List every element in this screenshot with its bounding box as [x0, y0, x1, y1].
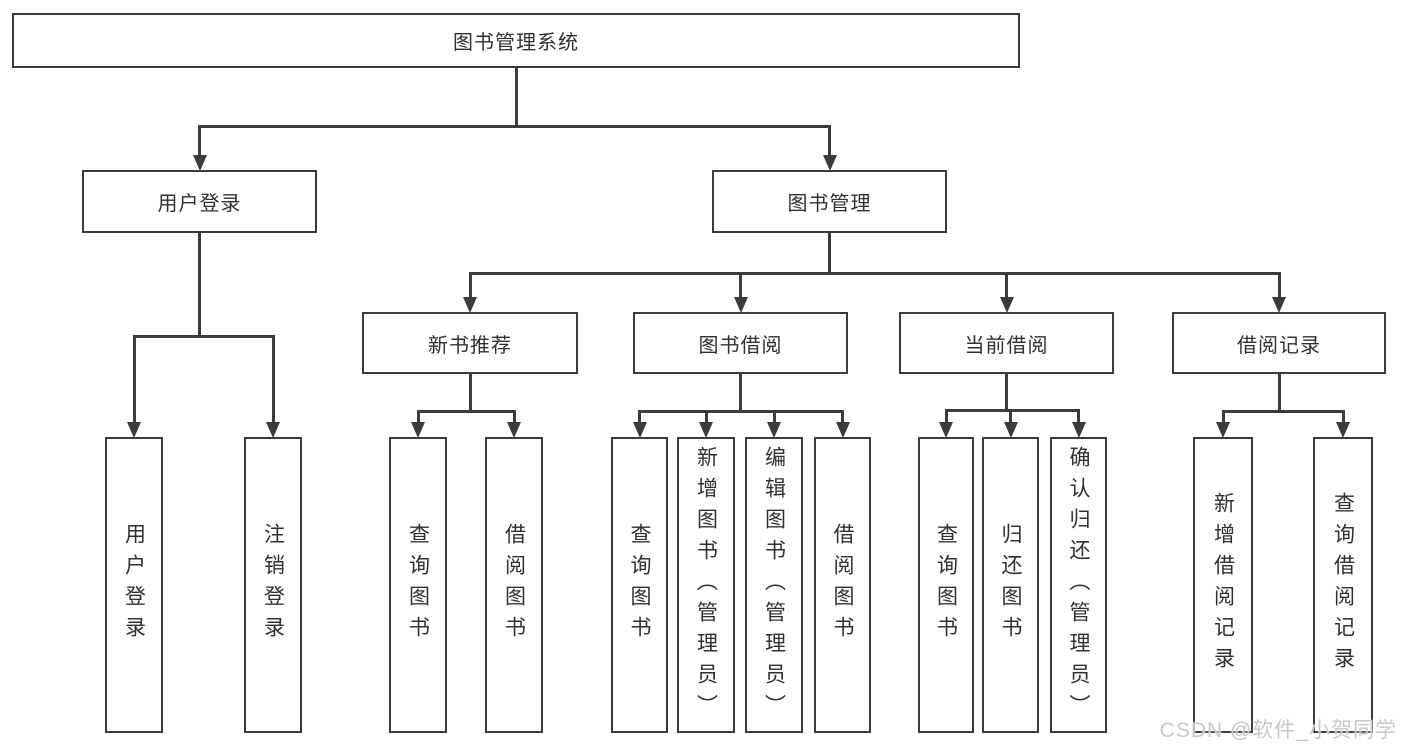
node-label-leaf-query-book-1: 查询图书 [406, 523, 430, 647]
arrow-down-icon [463, 297, 477, 313]
arrow-down-icon [1272, 297, 1286, 313]
node-leaf-return-book: 归还图书 [982, 437, 1039, 733]
arrow-down-icon [507, 422, 521, 438]
connector-line [1221, 410, 1345, 413]
arrow-down-icon [266, 422, 280, 438]
connector-line [1341, 410, 1345, 423]
arrow-down-icon [767, 422, 781, 438]
node-label-system: 图书管理系统 [453, 32, 579, 54]
connector-line [416, 410, 516, 413]
connector-line [841, 410, 844, 423]
connector-line [828, 233, 831, 275]
arrow-down-icon [1336, 422, 1350, 438]
node-leaf-query-book-1: 查询图书 [389, 437, 447, 733]
arrow-down-icon [733, 297, 748, 313]
arrow-down-icon [632, 422, 647, 438]
node-system: 图书管理系统 [12, 13, 1020, 68]
node-label-borrow-records: 借阅记录 [1237, 334, 1321, 357]
connector-line [416, 410, 420, 423]
node-label-leaf-logout: 注销登录 [261, 523, 285, 647]
node-label-leaf-add-book: 新增图书（管理员） [694, 445, 718, 725]
node-leaf-user-login: 用户登录 [105, 437, 163, 733]
node-leaf-confirm-return: 确认归还（管理员） [1050, 437, 1107, 733]
node-leaf-edit-book: 编辑图书（管理员） [745, 437, 803, 733]
arrow-down-icon [192, 155, 207, 171]
node-book-management: 图书管理 [712, 170, 947, 233]
connector-line [944, 409, 1080, 412]
arrow-down-icon [999, 297, 1014, 313]
connector-line [944, 409, 948, 423]
connector-line [1009, 409, 1012, 423]
node-label-leaf-edit-book: 编辑图书（管理员） [762, 445, 786, 725]
arrow-down-icon [835, 422, 850, 438]
connector-line [198, 125, 831, 128]
node-label-leaf-confirm-return: 确认归还（管理员） [1067, 445, 1090, 725]
node-leaf-query-book-2: 查询图书 [611, 437, 668, 733]
connector-line [638, 410, 641, 423]
connector-line [828, 125, 831, 156]
node-leaf-add-borrow-record: 新增借阅记录 [1193, 437, 1253, 733]
node-label-current-borrow: 当前借阅 [964, 334, 1049, 357]
watermark: CSDN @软件_小贺同学 [1159, 719, 1397, 742]
connector-line [132, 335, 136, 423]
node-current-borrow: 当前借阅 [899, 312, 1114, 374]
connector-line [271, 335, 275, 423]
node-borrow-records: 借阅记录 [1172, 312, 1386, 374]
arrow-down-icon [127, 422, 141, 438]
arrow-down-icon [1216, 422, 1230, 438]
connector-line [638, 410, 844, 413]
node-label-leaf-borrow-book-2: 借阅图书 [831, 523, 854, 647]
connector-line [468, 272, 1281, 275]
node-label-book-management: 图书管理 [787, 193, 872, 215]
connector-line [739, 272, 742, 298]
node-leaf-add-book: 新增图书（管理员） [677, 437, 735, 733]
connector-line [468, 374, 472, 413]
node-label-leaf-add-borrow-record: 新增借阅记录 [1211, 492, 1235, 678]
connector-line [1277, 374, 1281, 413]
connector-line [512, 410, 516, 423]
node-label-user-login: 用户登录 [157, 193, 242, 215]
arrow-down-icon [939, 422, 953, 438]
node-label-new-book-recommend: 新书推荐 [428, 334, 512, 357]
arrow-down-icon [1003, 422, 1018, 438]
connector-line [772, 410, 776, 423]
node-leaf-query-book-3: 查询图书 [918, 437, 974, 733]
connector-line [132, 335, 275, 338]
node-user-login: 用户登录 [82, 170, 317, 233]
node-label-leaf-query-book-3: 查询图书 [934, 523, 958, 647]
node-leaf-query-borrow-record: 查询借阅记录 [1313, 437, 1373, 733]
connector-line [198, 233, 201, 338]
node-label-leaf-borrow-book-1: 借阅图书 [502, 523, 526, 647]
arrow-down-icon [411, 422, 425, 438]
connector-line [1277, 272, 1281, 298]
connector-line [468, 272, 472, 298]
connector-line [198, 125, 201, 156]
node-label-leaf-return-book: 归还图书 [999, 523, 1022, 647]
connector-line [1221, 410, 1225, 423]
connector-line [514, 68, 518, 128]
connector-line [739, 374, 742, 413]
connector-line [704, 410, 708, 423]
connector-line [1005, 374, 1008, 412]
arrow-down-icon [699, 422, 713, 438]
connector-line [1005, 272, 1008, 298]
node-new-book-recommend: 新书推荐 [362, 312, 578, 374]
arrow-down-icon [1071, 422, 1086, 438]
node-leaf-logout: 注销登录 [244, 437, 302, 733]
node-leaf-borrow-book-2: 借阅图书 [814, 437, 871, 733]
node-label-leaf-user-login: 用户登录 [122, 523, 146, 647]
node-label-book-borrow: 图书借阅 [698, 334, 783, 357]
node-leaf-borrow-book-1: 借阅图书 [485, 437, 543, 733]
node-book-borrow: 图书借阅 [633, 312, 848, 374]
arrow-down-icon [822, 155, 837, 171]
node-label-leaf-query-borrow-record: 查询借阅记录 [1331, 492, 1355, 678]
connector-line [1077, 409, 1080, 423]
node-label-leaf-query-book-2: 查询图书 [628, 523, 651, 647]
